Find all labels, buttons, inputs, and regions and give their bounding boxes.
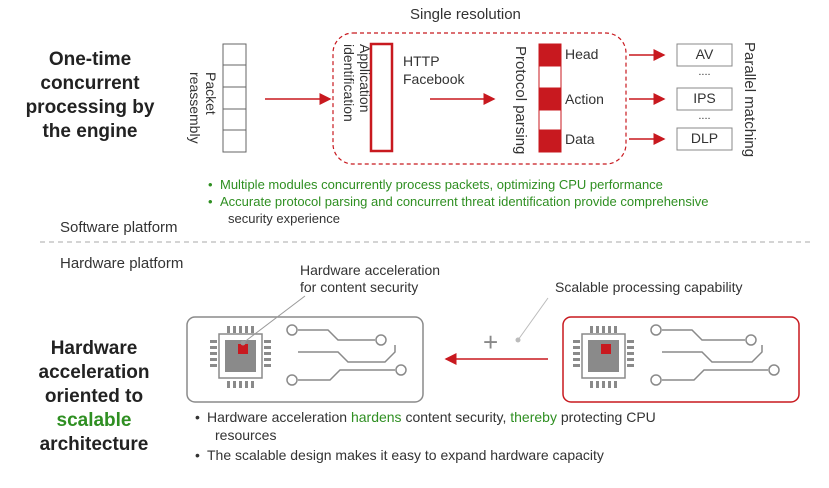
top-bullet-1: •Multiple modules concurrently process p…: [208, 177, 663, 192]
hardware-board-right: [562, 316, 800, 403]
protocol-parsing-label: Protocol parsing: [512, 46, 529, 155]
part-head: Head: [565, 46, 599, 62]
parse-stack: [538, 43, 562, 153]
packet-reassembly-label: Packet reassembly: [187, 72, 219, 144]
top-bullet-2: •Accurate protocol parsing and concurren…: [208, 194, 709, 209]
module-boxes: [676, 43, 733, 151]
facebook-label: Facebook: [403, 71, 465, 87]
module-dots-1: ....: [698, 66, 711, 78]
app-identification-label: Application identification: [341, 44, 373, 122]
left-heading-top: One-time concurrent processing by the en…: [25, 49, 155, 142]
left-heading-bottom: Hardware acceleration oriented to scalab…: [38, 338, 150, 455]
callout-hw-line2: for content security: [300, 279, 419, 295]
single-resolution-box: [332, 32, 627, 165]
callout-scalable: Scalable processing capability: [555, 279, 743, 295]
single-resolution-title: Single resolution: [410, 6, 521, 23]
top-bullet-2-cont: security experience: [228, 211, 340, 226]
plus-sign: +: [483, 327, 499, 357]
module-dlp: DLP: [690, 130, 719, 146]
part-action: Action: [565, 91, 604, 107]
module-av: AV: [695, 46, 714, 62]
app-id-column: [369, 42, 394, 153]
callout-hw-line1: Hardware acceleration: [300, 262, 441, 278]
callout-line-hw: [242, 295, 306, 344]
module-dots-2: ....: [698, 110, 711, 122]
hardware-board-left: [186, 316, 424, 403]
hardware-platform-label: Hardware platform: [60, 255, 184, 272]
http-label: HTTP: [403, 53, 440, 69]
parallel-matching-label: Parallel matching: [741, 42, 758, 158]
callout-line-scalable: [517, 297, 549, 341]
packet-stack: [222, 43, 247, 153]
software-platform-label: Software platform: [60, 219, 178, 236]
bottom-bullet-1-cont: resources: [215, 427, 277, 443]
bottom-bullet-2: •The scalable design makes it easy to ex…: [195, 447, 604, 463]
bottom-bullet-1: •Hardware acceleration hardens content s…: [195, 409, 656, 425]
part-data: Data: [565, 131, 595, 147]
module-ips: IPS: [693, 90, 716, 106]
